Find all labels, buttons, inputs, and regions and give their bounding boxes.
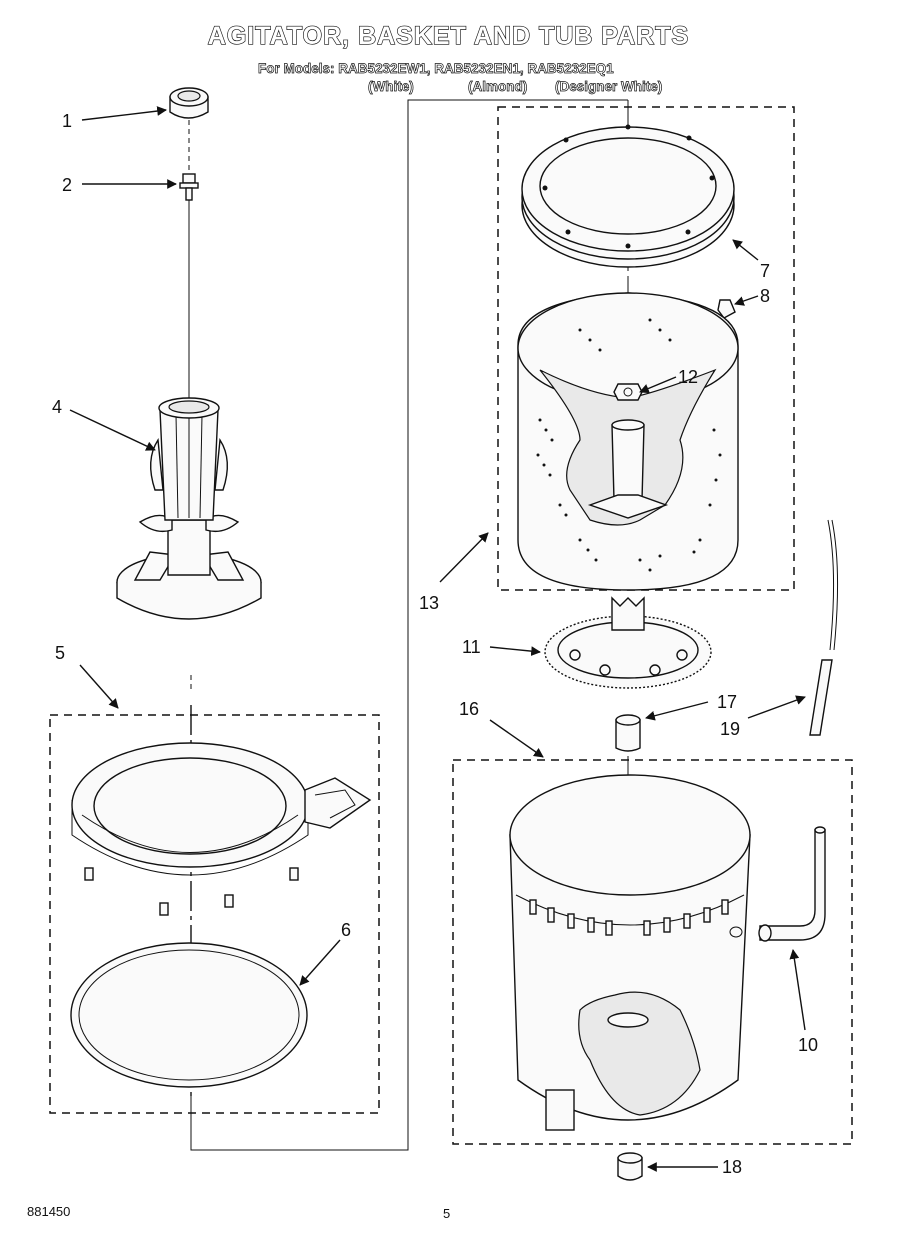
tub-drain-slots [529, 899, 729, 936]
part-19-hose [809, 519, 839, 736]
callout-11: 11 [462, 637, 481, 657]
models-line: For Models: RAB5232EW1, RAB5232EN1, RAB5… [258, 61, 614, 77]
variant-white: (White) [368, 79, 414, 95]
part-8-clip [717, 299, 736, 319]
callout-10: 10 [798, 1035, 819, 1055]
part-11-basket-drive-hub [544, 596, 712, 689]
part-12-nut [613, 383, 643, 401]
part-4-agitator [116, 397, 262, 620]
callout-6: 6 [341, 920, 352, 940]
callout-leaders [69, 106, 806, 1172]
part-10-tub-hose-nipple [758, 826, 826, 942]
part-7-balance-ring [521, 124, 735, 268]
callout-19: 19 [720, 719, 741, 739]
document-number: 881450 [27, 1204, 71, 1219]
callout-17: 17 [717, 692, 738, 712]
diagram-title: AGITATOR, BASKET AND TUB PARTS [207, 21, 690, 50]
outer-tub-group-box [452, 759, 853, 1145]
part-13-basket [517, 292, 739, 591]
part-1-agitator-cap [169, 87, 209, 119]
callout-4: 4 [52, 397, 63, 417]
basket-perforations [536, 318, 722, 572]
assembly-connector-line [190, 99, 628, 1151]
part-16-outer-tub [509, 774, 751, 1131]
callout-5: 5 [55, 643, 66, 663]
callout-18: 18 [722, 1157, 743, 1177]
callout-1: 1 [62, 111, 73, 131]
variant-designer-white: (Designer White) [555, 79, 663, 95]
callout-13: 13 [419, 593, 440, 613]
page-number: 5 [443, 1206, 451, 1221]
callout-12: 12 [678, 367, 699, 387]
part-6-tub-ring-gasket [70, 942, 308, 1088]
part-2-agitator-bolt [179, 173, 199, 201]
part-18-drain-plug [617, 1152, 643, 1181]
part-5-tub-ring [71, 742, 372, 916]
part-17-coupling [615, 714, 641, 752]
callout-7: 7 [760, 261, 771, 281]
callout-16: 16 [459, 699, 480, 719]
variant-almond: (Almond) [468, 79, 528, 95]
callout-2: 2 [62, 175, 73, 195]
callout-8: 8 [760, 286, 771, 306]
